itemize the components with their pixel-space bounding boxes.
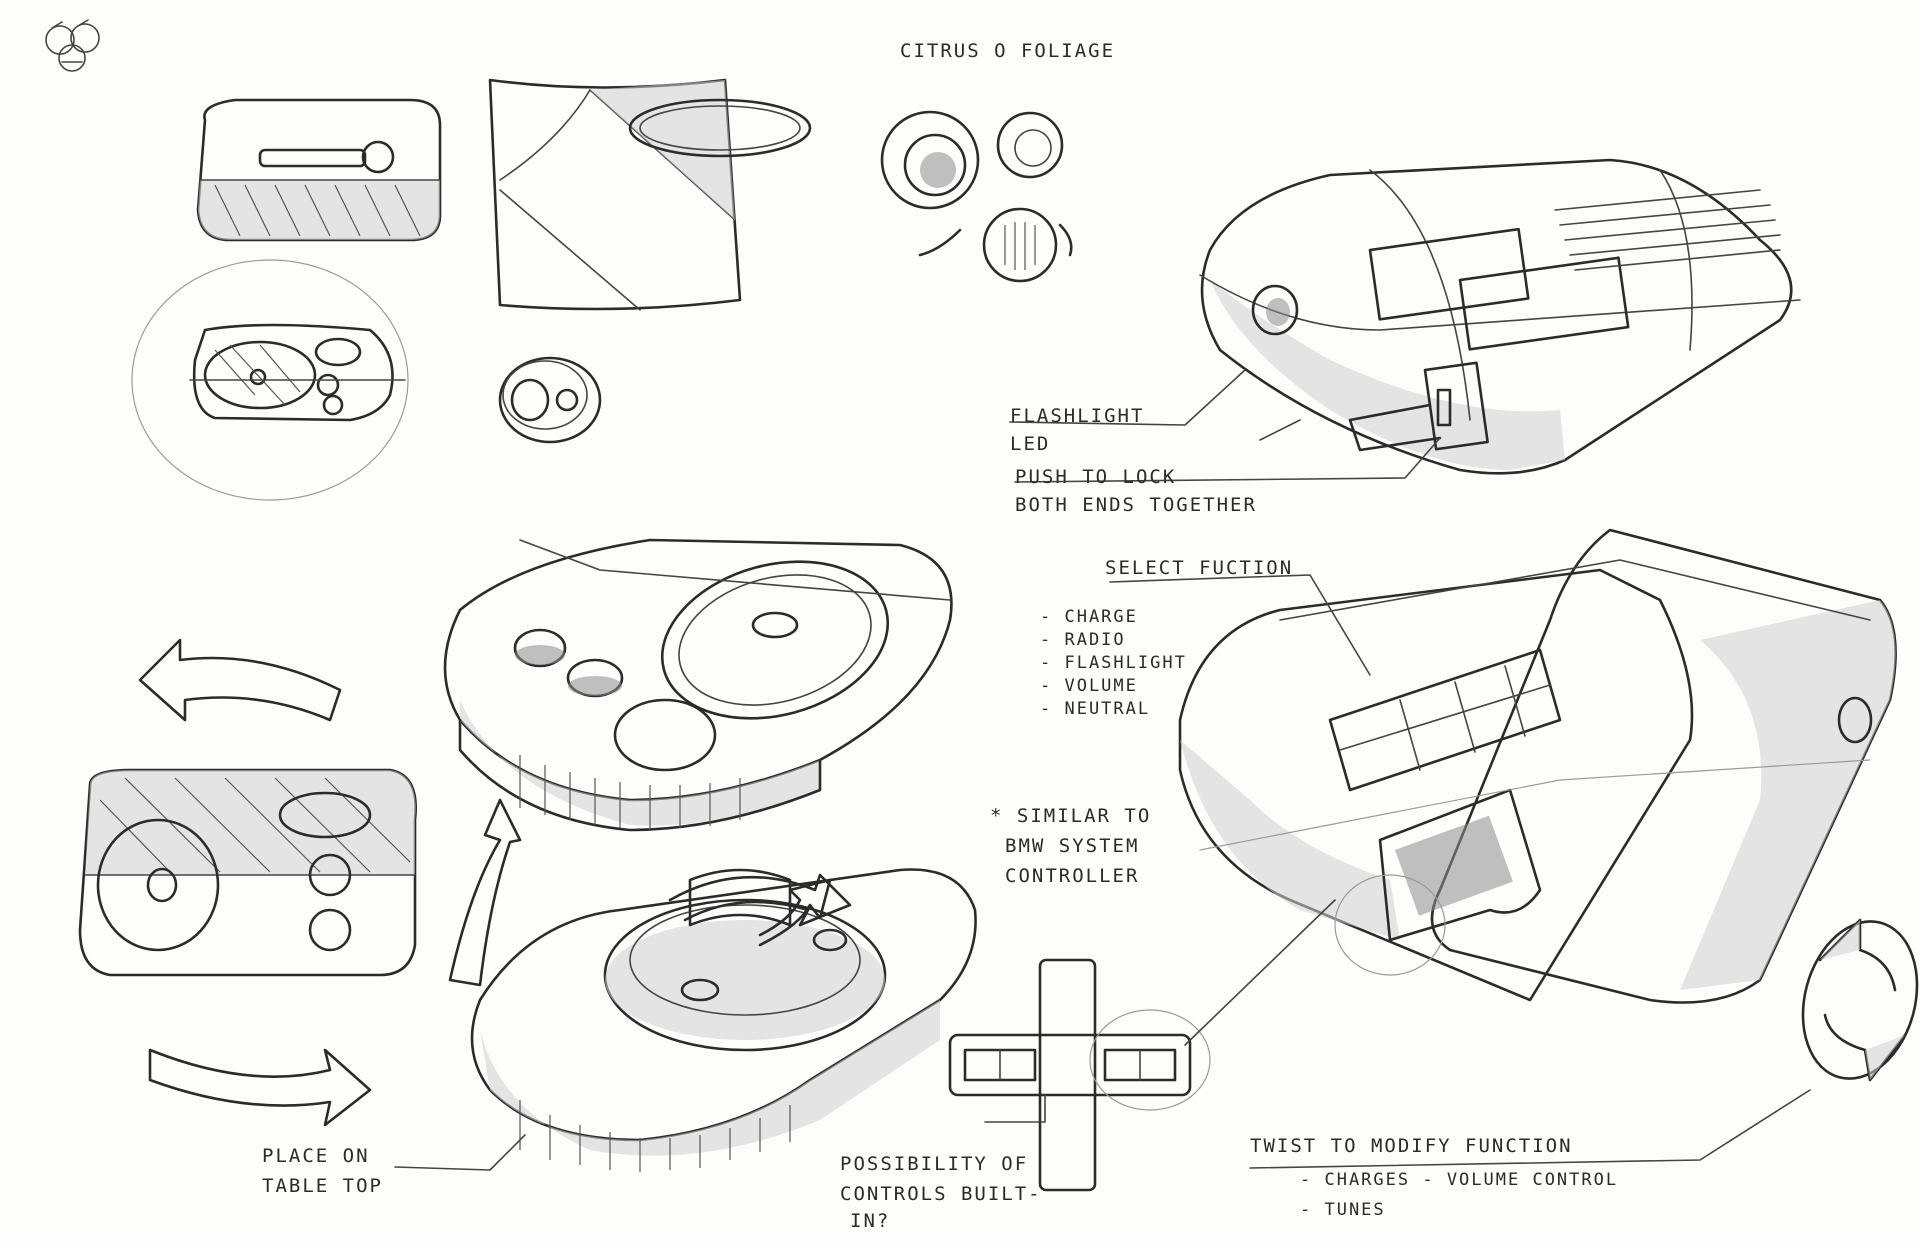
annotation-leaders xyxy=(394,369,1811,1171)
twist-arrow-icon xyxy=(1801,918,1919,1082)
function-list-item: - CHARGE xyxy=(1040,607,1138,627)
label-push-to-lock: PUSH TO LOCK xyxy=(1015,466,1177,488)
label-select-function: SELECT FUCTION xyxy=(1105,557,1294,579)
sketch-twist-form xyxy=(488,78,742,311)
sketch-knob-small xyxy=(498,356,602,444)
label-similar-to: * SIMILAR TO xyxy=(990,805,1152,827)
label-both-ends-together: BOTH ENDS TOGETHER xyxy=(1015,494,1257,516)
function-list-item: - FLASHLIGHT xyxy=(1040,653,1187,673)
sketch-device-isometric-flashlight xyxy=(1199,158,1801,475)
sketch-device-front-view xyxy=(196,98,442,242)
label-controls-built: CONTROLS BUILT- xyxy=(840,1183,1042,1205)
label-possibility-of: POSSIBILITY OF xyxy=(840,1153,1029,1175)
rotation-arrow-icon xyxy=(138,638,522,1127)
label-place-on: PLACE ON xyxy=(262,1145,370,1167)
sketch-device-knob-controller xyxy=(443,538,953,832)
sketch-device-top-view xyxy=(131,259,409,501)
sketch-device-twist-function xyxy=(1178,528,1897,1004)
sketch-cross-controller xyxy=(948,958,1211,1192)
sheet-title: CITRUS O FOLIAGE xyxy=(900,40,1116,62)
label-table-top: TABLE TOP xyxy=(262,1175,383,1197)
function-list-item: - NEUTRAL xyxy=(1040,699,1151,719)
label-flashlight: FLASHLIGHT xyxy=(1010,405,1145,427)
label-bmw-system: BMW SYSTEM xyxy=(1005,835,1140,857)
label-twist-list: - CHARGES - VOLUME CONTROL xyxy=(1300,1170,1619,1190)
label-led: LED xyxy=(1010,433,1051,455)
label-in: IN? xyxy=(850,1210,891,1232)
sketch-headset xyxy=(628,98,1073,283)
sketch-device-flat-view xyxy=(78,768,417,977)
label-twist-to-modify: TWIST TO MODIFY FUNCTION xyxy=(1250,1135,1573,1157)
label-twist-list: - TUNES xyxy=(1300,1200,1386,1220)
function-list-item: - VOLUME xyxy=(1040,676,1138,696)
function-list-item: - RADIO xyxy=(1040,630,1126,650)
sketch-device-rotary-controller xyxy=(470,868,977,1172)
label-controller: CONTROLLER xyxy=(1005,865,1140,887)
logo-doodle-icon xyxy=(45,19,100,72)
